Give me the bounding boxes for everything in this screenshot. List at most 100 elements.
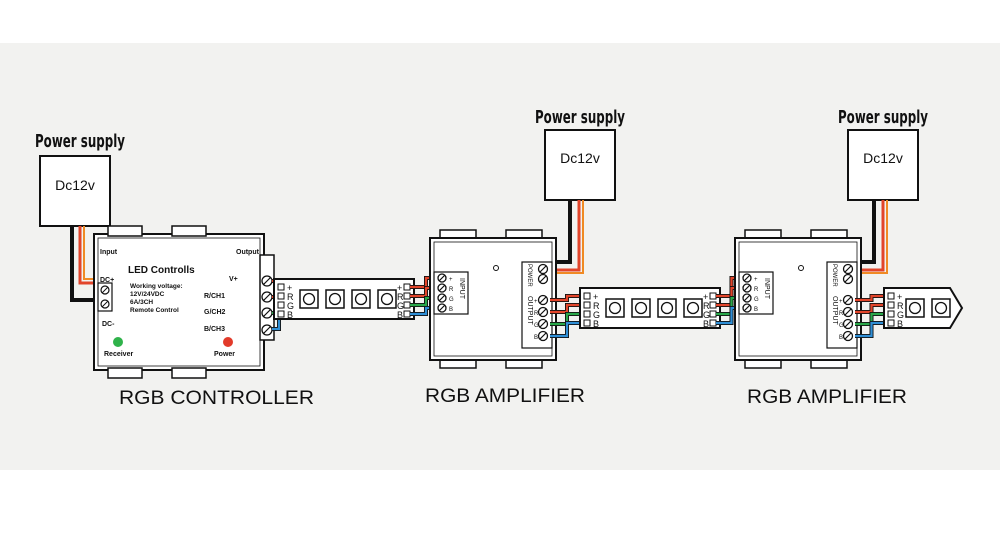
solder-pad [709, 310, 717, 318]
screw-slot [844, 275, 852, 283]
wire-green [855, 312, 888, 326]
led-lens [328, 292, 342, 306]
power-led [223, 337, 233, 347]
input-label: INPUT [458, 278, 465, 300]
solder-pad [403, 301, 411, 309]
channel-label: G/CH2 [204, 309, 226, 316]
pin-label: R [397, 292, 404, 302]
screw-slot [539, 332, 547, 340]
solder-pad [403, 310, 411, 318]
terminal-letter: G [839, 323, 844, 329]
led-strip-2: +RGB +RGB [579, 287, 721, 329]
wire-red [855, 303, 888, 314]
screw-slot [539, 296, 547, 304]
screw-slot [439, 295, 445, 301]
power-label: Power [214, 351, 235, 358]
channel-label: R/CH1 [204, 293, 225, 300]
solder-pad [887, 319, 895, 327]
wire-green [550, 312, 584, 326]
screw-slot [744, 305, 750, 311]
led-lens [608, 301, 622, 315]
led-lens [686, 301, 700, 315]
solder-pad [277, 310, 285, 318]
solder-pad [403, 283, 411, 291]
dc-plus-label: DC+ [100, 277, 114, 284]
pin-label: B [287, 310, 293, 320]
spec-line-2: 12V/24VDC [130, 291, 165, 298]
screw-slot [844, 332, 852, 340]
screw-slot [439, 285, 445, 291]
power-supply-voltage: Dc12v [863, 150, 903, 166]
power-supply-2: Power supply Dc12v [535, 107, 625, 274]
channel-label: V+ [229, 276, 238, 283]
pin-label: B [397, 310, 403, 320]
screw-slot [744, 275, 750, 281]
terminal-letter: B [754, 307, 758, 313]
pin-label: R [287, 292, 294, 302]
power-supply-title: Power supply [838, 107, 928, 128]
led-lens [660, 301, 674, 315]
power-label: POWER [526, 264, 532, 287]
output-label: Output [236, 249, 260, 256]
spec-line-1: Working voltage: [130, 283, 183, 290]
power-supply-title: Power supply [35, 131, 125, 152]
solder-pad [887, 292, 895, 300]
led-lens [354, 292, 368, 306]
solder-pad [277, 283, 285, 291]
screw-slot [263, 326, 271, 334]
mount-hole [798, 265, 804, 271]
input-label: INPUT [763, 278, 770, 300]
wire-blue [855, 321, 888, 338]
solder-pad [887, 301, 895, 309]
terminal-letter: R [839, 311, 844, 317]
pin-label: + [397, 283, 402, 293]
power-supply-voltage: Dc12v [55, 177, 95, 193]
pin-label: + [593, 292, 598, 302]
rgb-controller: Input Output DC+ DC- LED Controlls Worki… [93, 225, 314, 409]
led-lens [634, 301, 648, 315]
screw-slot [844, 296, 852, 304]
mount-tab [171, 225, 207, 237]
pin-label: B [897, 319, 903, 329]
power-label: POWER [831, 264, 837, 287]
screw-slot [263, 277, 271, 285]
terminal-letter: G [449, 297, 454, 303]
solder-pad [709, 319, 717, 327]
amplifier-caption: RGB AMPLIFIER [425, 386, 585, 407]
solder-pad [277, 292, 285, 300]
input-label: Input [100, 249, 118, 256]
screw-slot [539, 308, 547, 316]
wire-plus [855, 294, 888, 302]
pin-label: B [703, 319, 709, 329]
power-wire-orange [852, 200, 888, 274]
screw-slot [539, 320, 547, 328]
terminal-letter: R [534, 311, 539, 317]
pin-label: G [287, 301, 294, 311]
mount-tab [107, 367, 143, 379]
pin-label: G [397, 301, 404, 311]
mount-tab [107, 225, 143, 237]
pin-label: G [593, 310, 600, 320]
pin-label: + [287, 283, 292, 293]
screw-slot [539, 265, 547, 273]
spec-line-3: 6A/3CH [130, 299, 153, 306]
solder-pad [277, 301, 285, 309]
led-strip-1: +RGB +RGB [273, 278, 415, 320]
pin-label: R [593, 301, 600, 311]
wire-plus [550, 294, 584, 302]
screw-slot [439, 275, 445, 281]
power-supply-voltage: Dc12v [560, 150, 600, 166]
led-lens [380, 292, 394, 306]
receiver-label: Receiver [104, 351, 133, 358]
controller-caption: RGB CONTROLLER [119, 388, 314, 409]
amplifier-output-wires [550, 294, 584, 338]
amplifier-caption: RGB AMPLIFIER [747, 387, 907, 408]
terminal-letter: B [839, 335, 843, 341]
led-lens [908, 301, 922, 315]
pin-label: R [703, 301, 710, 311]
power-supply-box [544, 129, 616, 201]
power-supply-box [39, 155, 111, 227]
spec-line-4: Remote Control [130, 307, 179, 314]
controller-title: LED Controlls [128, 265, 195, 276]
